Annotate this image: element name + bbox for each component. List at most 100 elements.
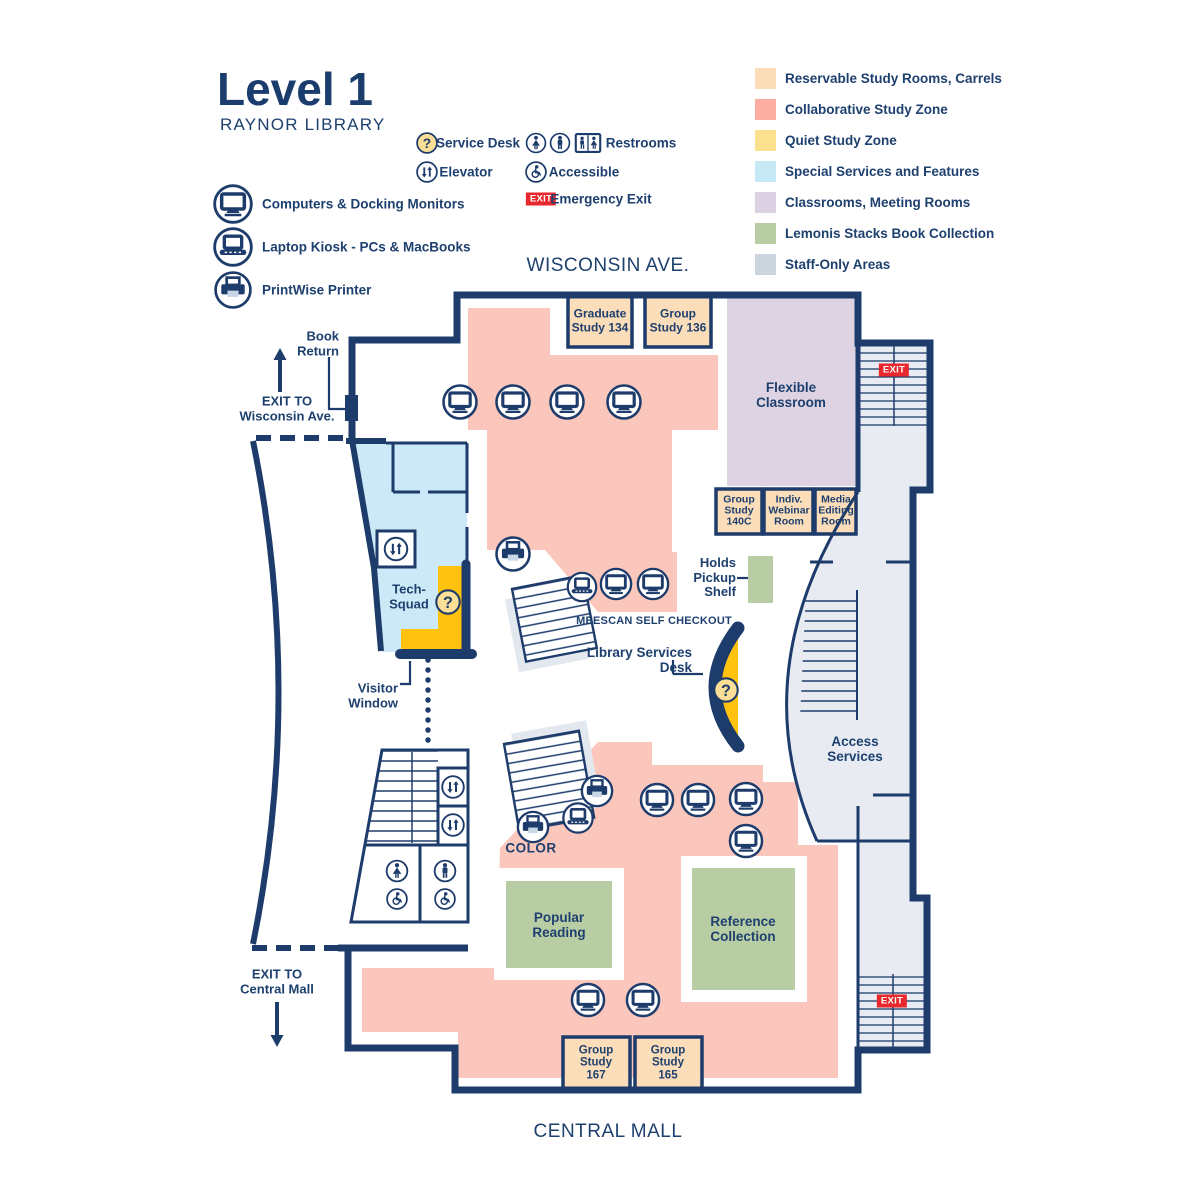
- accessible-icon: [386, 888, 408, 910]
- legend-restrooms-label: Restrooms: [605, 135, 677, 151]
- book-return-slot: [345, 395, 358, 421]
- swatch-classrooms: [755, 192, 776, 213]
- legend-emergency-exit-label: Emergency Exit: [550, 191, 652, 207]
- label-meescan: MEESCAN SELF CHECKOUT: [576, 614, 732, 627]
- label-group-study-140c: Group Study 140C: [723, 493, 755, 528]
- exit-badge-northeast: EXIT: [878, 363, 910, 377]
- legend-classrooms-label: Classrooms, Meeting Rooms: [785, 195, 971, 210]
- zone-popular-reading: [506, 881, 612, 968]
- label-group-study-165: Group Study 165: [650, 1044, 686, 1082]
- zone-quiet-corner: [401, 566, 466, 650]
- zone-collaborative-upper: [468, 308, 718, 612]
- accessible-icon: [525, 161, 547, 183]
- man-icon: [434, 860, 457, 883]
- holds-pickup-shelf-block: [748, 556, 773, 603]
- legend-accessible-label: Accessible: [548, 164, 620, 180]
- page-title: Level 1: [217, 63, 373, 115]
- room-group-study-165: [633, 1035, 704, 1092]
- computer-icon: [681, 783, 716, 818]
- computer-icon: [606, 384, 642, 420]
- computer-icon: [549, 384, 585, 420]
- swatch-quiet: [755, 130, 776, 151]
- legend-reservable-label: Reservable Study Rooms, Carrels: [785, 71, 1002, 86]
- legend-special-label: Special Services and Features: [785, 164, 980, 179]
- legend-row-quiet: Quiet Study Zone: [755, 130, 897, 151]
- computer-icon: [626, 983, 661, 1018]
- laptop-icon: [567, 572, 598, 603]
- label-library-services-desk: Library Services Desk: [586, 644, 692, 675]
- computer-icon: [442, 384, 478, 420]
- legend-staff-label: Staff-Only Areas: [785, 257, 891, 272]
- curved-east-wall: [785, 491, 860, 842]
- legend-row-reservable: Reservable Study Rooms, Carrels: [755, 68, 1002, 89]
- swatch-reservable: [755, 68, 776, 89]
- street-wisconsin-ave: WISCONSIN AVE.: [526, 255, 690, 276]
- computer-icon: [571, 983, 606, 1018]
- label-media-editing-room: Media Editing Room: [818, 493, 854, 528]
- accessible-icon: [434, 888, 456, 910]
- legend-row-stacks: Lemonis Stacks Book Collection: [755, 223, 994, 244]
- printer-icon: [517, 811, 550, 844]
- man-icon: [550, 133, 571, 154]
- legend-printer-label: PrintWise Printer: [262, 282, 372, 298]
- swatch-staff: [755, 254, 776, 275]
- printer-icon: [214, 271, 252, 309]
- computer-icon: [213, 184, 253, 224]
- street-central-mall: CENTRAL MALL: [533, 1121, 683, 1142]
- legend-service-desk-label: Service Desk: [435, 135, 521, 151]
- label-exit-wisconsin: EXIT TO Wisconsin Ave.: [239, 393, 335, 423]
- swatch-special: [755, 161, 776, 182]
- elevator-icon: [384, 537, 409, 562]
- computer-icon: [600, 568, 633, 601]
- label-group-study-136: Group Study 136: [649, 306, 707, 334]
- legend-elevator-label: Elevator: [439, 164, 493, 180]
- elevator-icon: [441, 813, 465, 837]
- legend-laptop-label: Laptop Kiosk - PCs & MacBooks: [262, 239, 471, 255]
- stairs-access-services: [800, 592, 857, 717]
- room-group-study-140c: [714, 487, 764, 536]
- emergency-exit-badge: EXIT: [525, 192, 557, 206]
- laptop-icon: [213, 227, 253, 267]
- legend-computers-label: Computers & Docking Monitors: [262, 196, 465, 212]
- service-desk-icon: [435, 589, 461, 615]
- exit-badge-southeast: EXIT: [876, 994, 908, 1008]
- room-graduate-study-134: [566, 293, 634, 349]
- room-indiv-webinar: [762, 487, 815, 536]
- elevator-icon: [441, 775, 465, 799]
- arrow-up-icon: [273, 348, 287, 360]
- service-desk-icon: [713, 677, 739, 703]
- label-graduate-study-134: Graduate Study 134: [571, 306, 629, 334]
- label-reference-collection: Reference Collection: [710, 913, 776, 944]
- label-flexible-classroom: Flexible Classroom: [756, 379, 826, 410]
- woman-icon: [386, 860, 409, 883]
- curved-west-wall: [250, 440, 282, 945]
- laptop-icon: [562, 802, 594, 834]
- computer-icon: [637, 568, 670, 601]
- computer-icon: [729, 824, 764, 859]
- elevator-icon: [416, 161, 438, 183]
- stairs-southwest: [365, 750, 438, 845]
- building-outline: [344, 291, 934, 1094]
- legend-stacks-label: Lemonis Stacks Book Collection: [785, 226, 995, 241]
- computer-icon: [640, 783, 675, 818]
- label-exit-central: EXIT TO Central Mall: [240, 966, 314, 996]
- label-color-printer: COLOR: [505, 840, 557, 856]
- label-indiv-webinar-room: Indiv. Webinar Room: [768, 493, 810, 528]
- swatch-stacks: [755, 223, 776, 244]
- service-desk-icon: [416, 132, 438, 154]
- woman-icon: [526, 133, 547, 154]
- zone-reference-collection: [692, 868, 795, 990]
- label-book-return: Book Return: [297, 328, 339, 358]
- computer-icon: [729, 782, 764, 817]
- label-popular-reading: Popular Reading: [532, 909, 586, 940]
- zone-staff-right: [786, 343, 930, 1050]
- label-group-study-167: Group Study 167: [578, 1044, 614, 1082]
- computer-icon: [495, 384, 531, 420]
- zone-flexible-classroom: [727, 298, 856, 486]
- label-visitor-window: Visitor Window: [348, 680, 398, 710]
- label-tech-squad: Tech- Squad: [389, 581, 429, 611]
- label-holds-pickup-shelf: Holds Pickup Shelf: [693, 554, 736, 600]
- legend-row-classrooms: Classrooms, Meeting Rooms: [755, 192, 970, 213]
- legend-row-collaborative: Collaborative Study Zone: [755, 99, 948, 120]
